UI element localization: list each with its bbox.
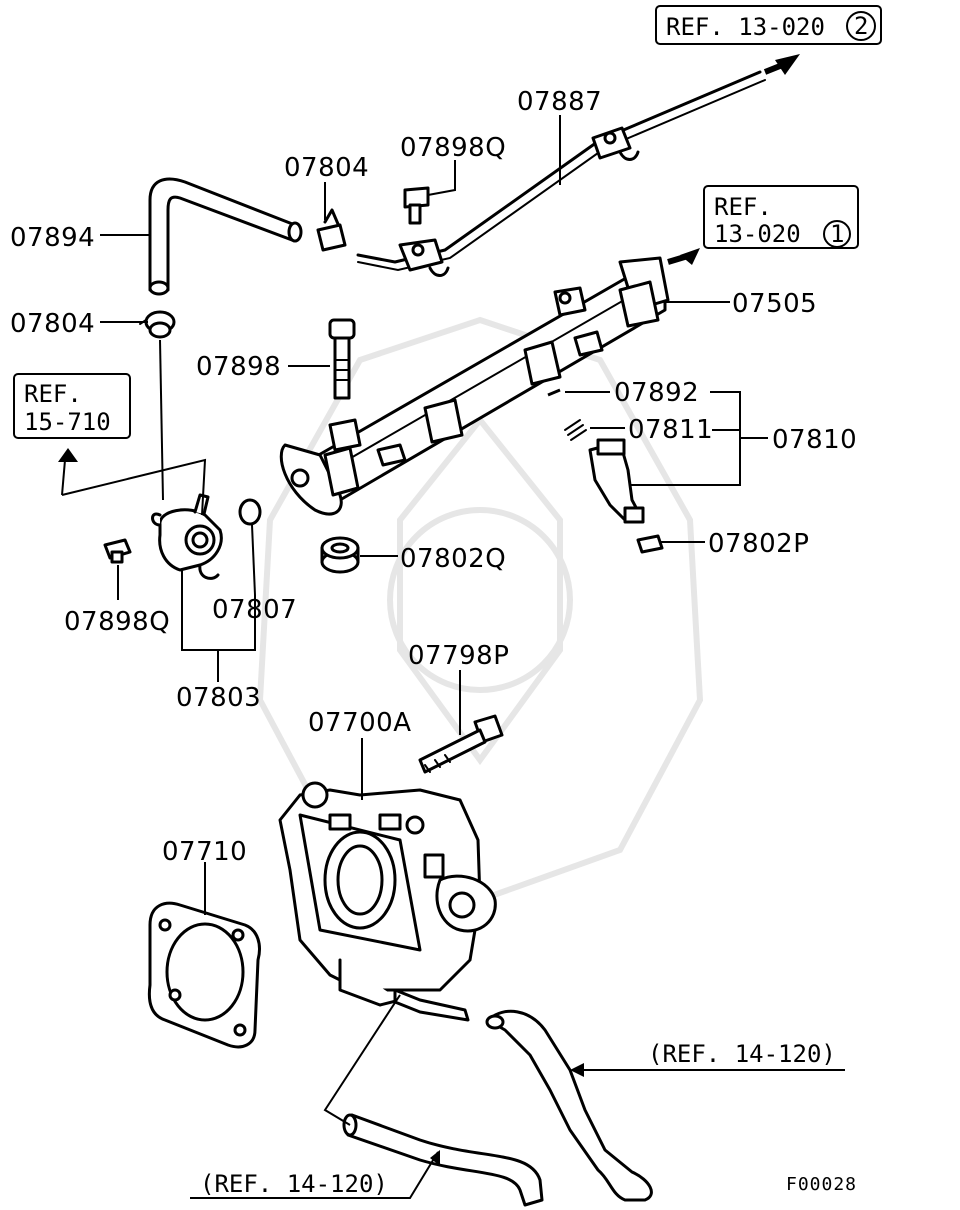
fuel-injector (588, 438, 645, 524)
throttle-bolt (418, 714, 504, 774)
ref-left-line1: REF. (24, 380, 82, 408)
label-07898Q-top: 07898Q (400, 133, 506, 163)
ref-box-right: REF. 13-020 1 (703, 185, 859, 249)
label-07811: 07811 (628, 415, 713, 445)
ref-top-right-circled: 2 (854, 12, 868, 40)
label-07898Q-left: 07898Q (64, 607, 170, 637)
injector-seal (636, 534, 664, 554)
ref-hose-bottom: (REF. 14-120) (200, 1170, 388, 1198)
label-07898: 07898 (196, 352, 281, 382)
regulator-bolt (103, 538, 132, 564)
label-07810: 07810 (772, 425, 857, 455)
ref-arrow-top-icon (763, 54, 800, 75)
label-07700A: 07700A (308, 708, 412, 738)
ref-top-right-text: REF. 13-020 (666, 13, 825, 41)
ref-right-line2: 13-020 (714, 220, 801, 248)
figure-code: F00028 (786, 1174, 857, 1195)
ref-right-line1: REF. (714, 193, 772, 221)
fuel-rail (279, 256, 670, 516)
hose-clamp-top (316, 208, 347, 252)
ref-hose-right: (REF. 14-120) (648, 1040, 836, 1068)
ref-box-left: REF. 15-710 (13, 373, 131, 439)
ref-left-line2: 15-710 (24, 408, 111, 436)
label-07894: 07894 (10, 223, 95, 253)
coolant-hose-right (485, 1009, 653, 1202)
label-07802P: 07802P (708, 529, 809, 559)
injector-oring (547, 388, 561, 397)
label-07804-left: 07804 (10, 309, 95, 339)
hose-clamp-left (139, 310, 176, 339)
bolt-top (403, 186, 430, 225)
leader-lines (100, 115, 845, 1199)
ref-box-top-right: REF. 13-020 2 (655, 5, 882, 45)
label-07505: 07505 (732, 289, 817, 319)
throttle-gasket (147, 901, 261, 1049)
label-07803: 07803 (176, 683, 261, 713)
label-07798P: 07798P (408, 641, 509, 671)
regulator-oring (238, 498, 262, 526)
ref-right-circled: 1 (830, 220, 844, 248)
ref-arrow-right-icon (667, 248, 700, 265)
insulator (320, 536, 360, 574)
label-07802Q: 07802Q (400, 544, 506, 574)
label-07892: 07892 (614, 378, 699, 408)
label-07710: 07710 (162, 837, 247, 867)
injector-spring (564, 419, 587, 441)
label-07807: 07807 (212, 595, 297, 625)
rail-bolt (328, 318, 356, 400)
pressure-regulator (151, 493, 223, 580)
label-07887: 07887 (517, 87, 602, 117)
fuel-hose (148, 177, 303, 296)
label-07804-top: 07804 (284, 153, 369, 183)
ref-left-leaders (58, 339, 207, 516)
throttle-body (278, 781, 497, 1022)
